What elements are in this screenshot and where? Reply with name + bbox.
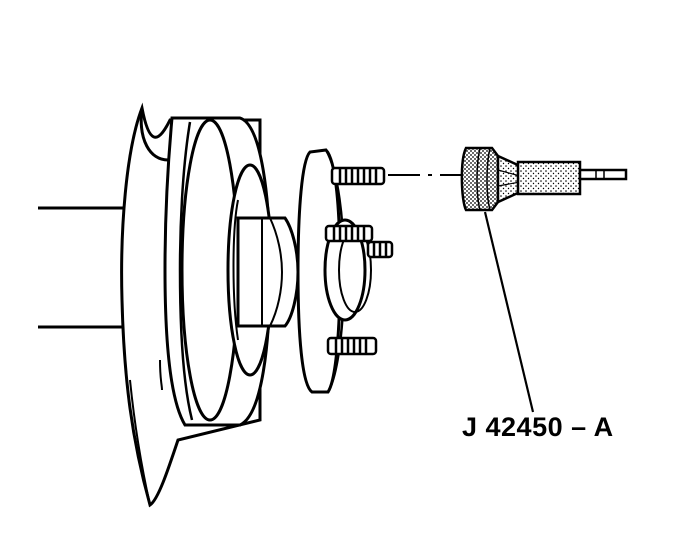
- tool-leader-line: [483, 211, 535, 413]
- wheel-stud-bottom: [326, 336, 378, 356]
- tool-part-number-label: J 42450 – A: [462, 412, 614, 442]
- hub-flange: [296, 148, 372, 394]
- wheel-stud-right: [366, 240, 394, 259]
- hub-neck: [236, 216, 300, 328]
- wheel-studs: [324, 166, 394, 356]
- wheel-stud-middle: [324, 224, 374, 243]
- wheel-stud-top: [330, 166, 386, 186]
- axle-shaft: [38, 206, 135, 329]
- stud-installer-tool: [460, 146, 628, 212]
